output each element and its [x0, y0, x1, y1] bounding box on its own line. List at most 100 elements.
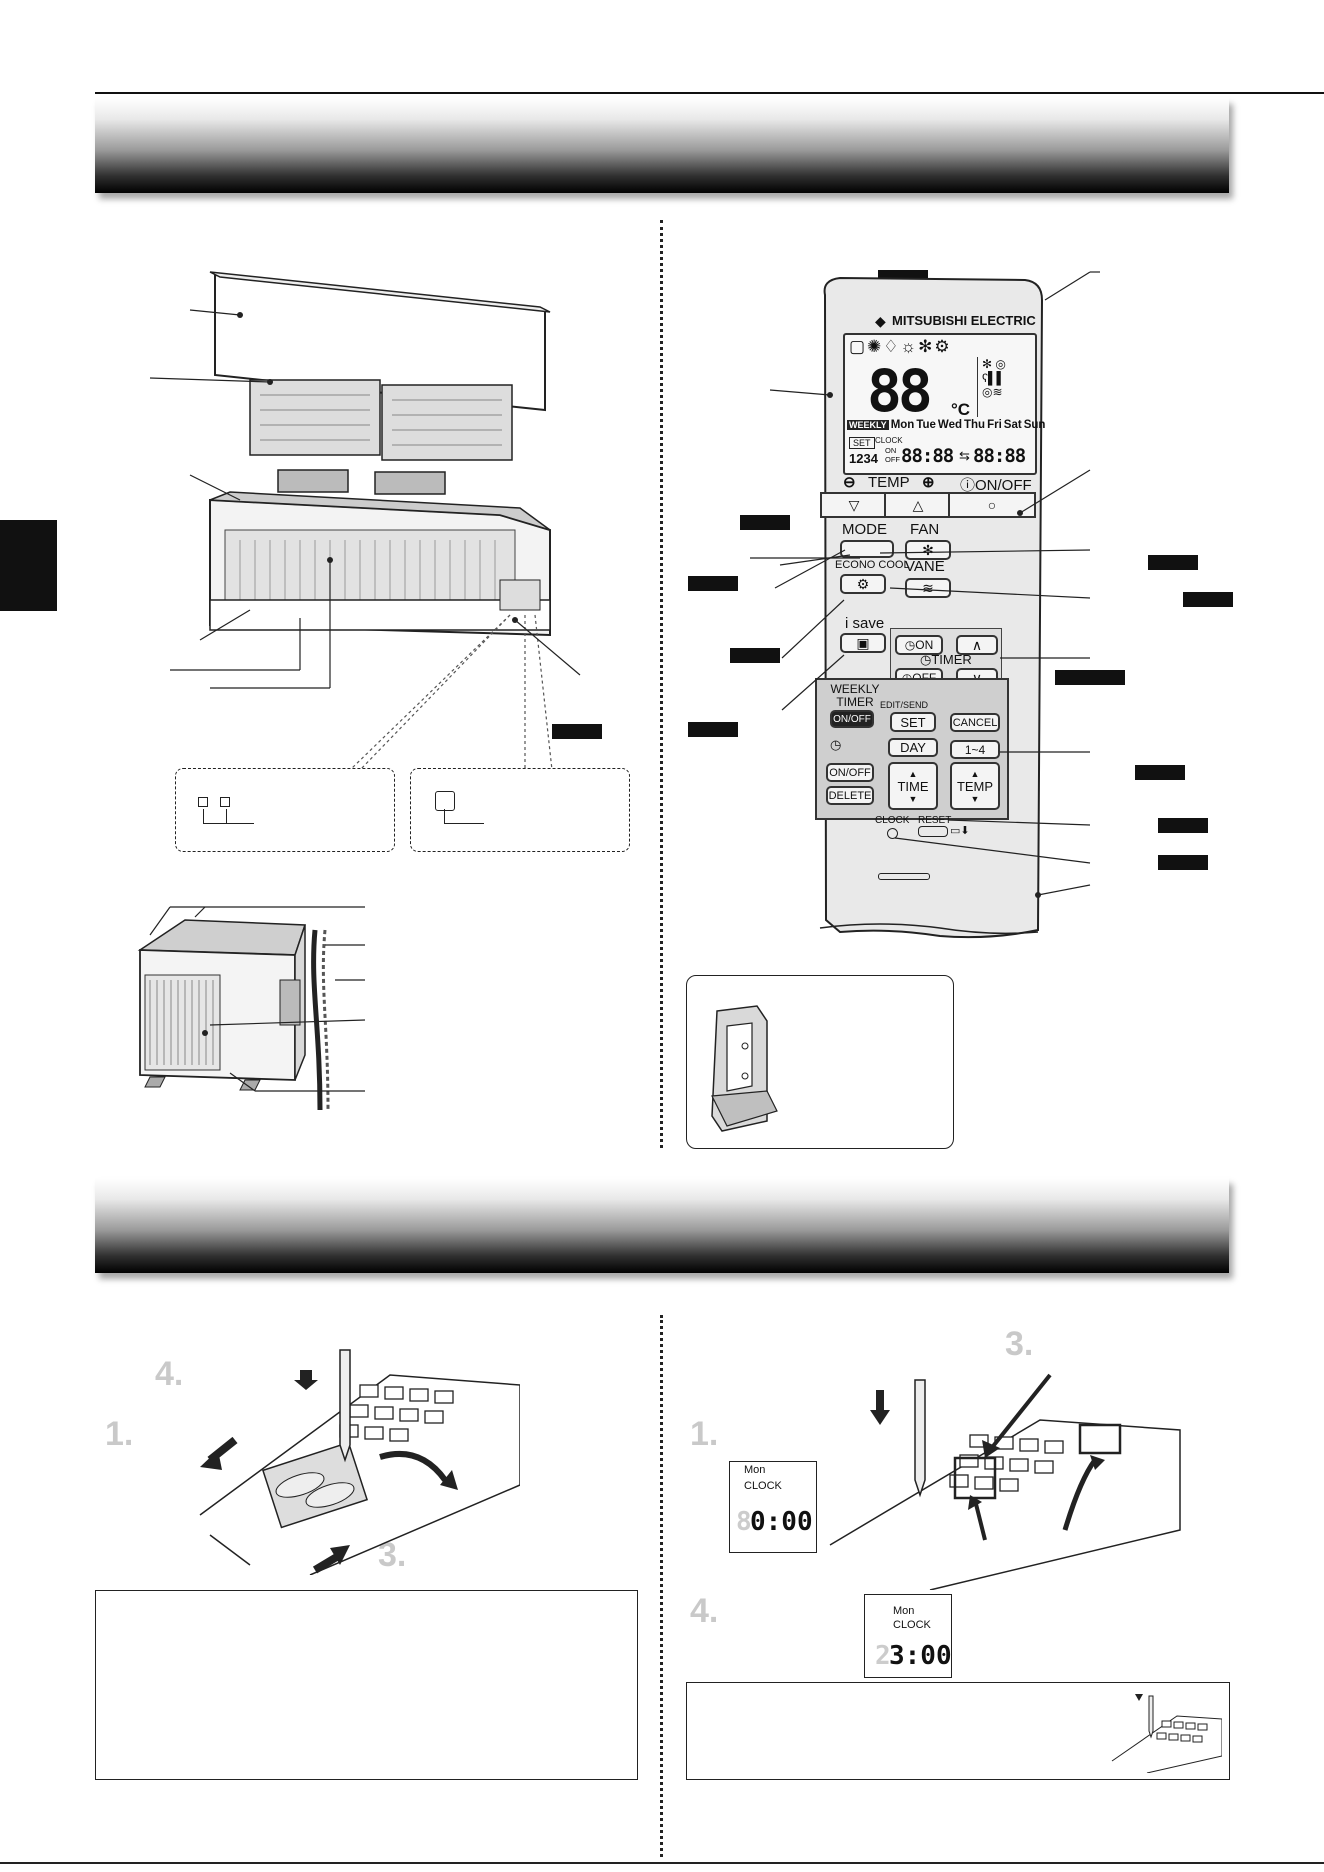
step-4-label: 4.	[690, 1592, 719, 1630]
set-badge: SET	[849, 437, 875, 449]
clock-button[interactable]	[887, 828, 898, 839]
remote-holder-illustration	[711, 1005, 778, 1132]
column-divider-bottom	[660, 1315, 663, 1857]
clock-icon: ◷	[904, 638, 916, 652]
day-row: WEEKLY Mon Tue Wed Thu Fri Sat Sun	[847, 419, 1045, 431]
remote-holder-box	[686, 975, 954, 1149]
clock-button-label: CLOCK	[875, 815, 910, 826]
louver	[209, 599, 551, 631]
day-sat: Sat	[1003, 419, 1022, 431]
temp-up-button[interactable]: △	[884, 492, 952, 518]
display-day: Mon	[744, 1464, 766, 1476]
circle-icon: ○	[987, 497, 997, 513]
side-tab	[0, 520, 57, 611]
time-button[interactable]: ▲TIME▼	[888, 762, 938, 810]
clock-icon: ◷	[920, 652, 932, 667]
day-tue: Tue	[916, 419, 936, 431]
label-tag	[1183, 592, 1233, 607]
step-4-label: 4.	[155, 1355, 184, 1393]
label-tag	[730, 648, 780, 663]
temperature-display: 88	[867, 357, 933, 425]
step-3-label: 3.	[1005, 1325, 1034, 1363]
mode-icons: ▢✺♢☼✻⚙	[849, 337, 952, 356]
label-tag	[1158, 818, 1208, 833]
timer-up-button[interactable]: ∧	[956, 635, 998, 655]
triangle-up-icon: ▲	[908, 768, 918, 779]
econo-icon: ⚙	[856, 575, 870, 592]
air-filter-right	[381, 384, 513, 461]
remote-window	[878, 873, 930, 880]
display-time: 3:00	[889, 1641, 952, 1671]
range-button[interactable]: 1~4	[950, 740, 1000, 759]
display-day: Mon	[893, 1605, 915, 1617]
label-tag	[1158, 855, 1208, 870]
timer-label: ◷TIMER	[920, 652, 972, 667]
temp-unit: °C	[951, 400, 971, 419]
section-banner-top	[95, 98, 1229, 193]
fan-button[interactable]: ✻	[905, 540, 951, 560]
isave-label: i save	[845, 615, 885, 632]
battery-note-box	[95, 1590, 638, 1780]
cancel-button[interactable]: CANCEL	[950, 713, 1000, 732]
fan-icon: ✻	[922, 541, 934, 558]
plus-icon: ⊕	[922, 474, 935, 491]
mode-label: MODE	[842, 521, 887, 538]
label-tag	[688, 722, 738, 737]
onoff-button[interactable]: ○	[948, 492, 1036, 518]
time-display-right: 88:88	[973, 445, 1026, 467]
day-button[interactable]: DAY	[888, 738, 938, 757]
indicator-lamp-1	[198, 797, 208, 807]
detail-box-switch	[410, 768, 630, 852]
econo-cool-label: ECONO COOL	[835, 559, 910, 571]
label-tag	[740, 515, 790, 530]
temp-label: TEMP	[868, 474, 910, 491]
onoff-small-button[interactable]: ON/OFF	[826, 763, 874, 782]
battery-icon: ▭⬇	[950, 825, 970, 837]
reset-note-box	[686, 1682, 1230, 1780]
outdoor-unit-illustration	[137, 919, 330, 1111]
day-mon: Mon	[890, 419, 915, 431]
detail-box-lamps	[175, 768, 395, 852]
step-1-label: 1.	[105, 1415, 134, 1453]
label-tag	[1135, 765, 1185, 780]
top-rule	[95, 92, 1324, 94]
isave-icon: ▣	[856, 634, 870, 651]
set-button[interactable]: SET	[890, 712, 936, 732]
day-thu: Thu	[964, 419, 986, 431]
cleaning-filter-right	[374, 471, 446, 495]
remote-brand: MITSUBISHI ELECTRIC	[892, 313, 1036, 328]
label-tag	[688, 576, 738, 591]
battery-2	[305, 1482, 355, 1508]
triangle-up-icon: △	[912, 496, 924, 513]
temp-down-button[interactable]: ▽	[820, 492, 888, 518]
program-numbers: 1234	[849, 451, 878, 466]
minus-icon: ⊖	[843, 474, 856, 491]
clock-indicator: CLOCK	[875, 436, 903, 445]
vane-button[interactable]: ≋	[905, 578, 951, 598]
delete-button[interactable]: DELETE	[826, 786, 874, 805]
indoor-detail-leaders	[349, 614, 581, 771]
timer-on-button[interactable]: ◷ON	[895, 635, 943, 655]
clock-icon: ◷	[830, 737, 842, 752]
indoor-unit-illustration	[149, 271, 551, 689]
onoff-label: ⓘON/OFF	[960, 477, 1032, 494]
fan-vane-indicators: ✻ ◎ ʕ▌▌ ◎≋	[977, 357, 1032, 417]
chevron-up-icon: ∧	[971, 636, 983, 653]
clock-setting-illustration	[829, 1373, 1181, 1590]
mitsubishi-logo-icon: ◆	[875, 313, 886, 329]
isave-button[interactable]: ▣	[840, 633, 886, 653]
clock-display-blinking: Mon CLOCK 8 0:00	[729, 1461, 817, 1553]
econo-cool-button[interactable]: ⚙	[840, 574, 886, 594]
temp-button[interactable]: ▲TEMP▼	[950, 762, 1000, 810]
vane-icon: ≋	[922, 579, 934, 596]
reset-illustration	[1111, 1694, 1222, 1773]
display-time: 0:00	[750, 1507, 813, 1537]
chevron-down-icon: ∨	[972, 670, 982, 687]
battery-insertion-illustration	[199, 1349, 520, 1575]
display-ghost-digit: 8	[736, 1507, 752, 1537]
reset-button[interactable]	[918, 826, 948, 837]
clock-display-set: Mon CLOCK 2 3:00	[864, 1594, 952, 1678]
label-tag	[1148, 555, 1198, 570]
weekly-onoff-button[interactable]: ON/OFF	[830, 710, 874, 728]
